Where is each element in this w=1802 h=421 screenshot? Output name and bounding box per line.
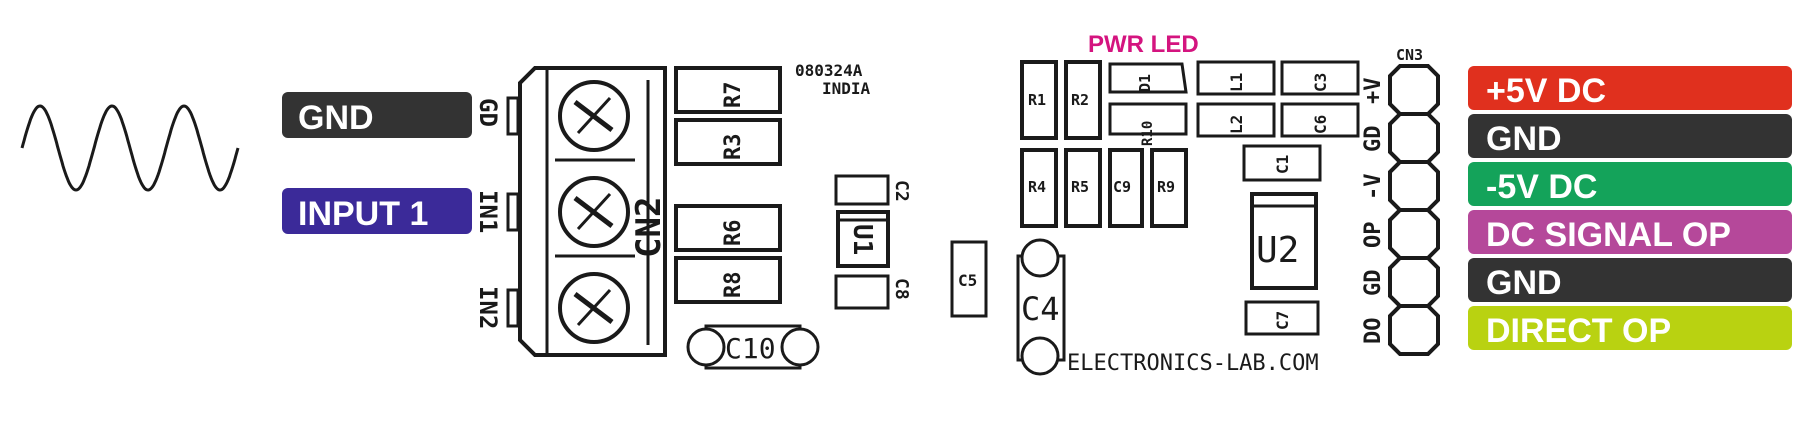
svg-text:DC SIGNAL OP: DC SIGNAL OP bbox=[1486, 216, 1731, 254]
resistor-r10: R10 bbox=[1108, 102, 1188, 146]
svg-text:C1: C1 bbox=[1273, 155, 1292, 174]
right-label-gnd-2: GND bbox=[1468, 258, 1792, 302]
right-label-direct-op: DIRECT OP bbox=[1468, 306, 1792, 350]
capacitor-c6: C6 bbox=[1280, 102, 1360, 138]
svg-text:U1: U1 bbox=[847, 224, 877, 255]
capacitor-c9: C9 bbox=[1108, 148, 1144, 228]
svg-text:C2: C2 bbox=[891, 180, 912, 202]
cn2-pin-in2-label: IN2 bbox=[474, 286, 502, 329]
cn3-pad-5 bbox=[1388, 256, 1440, 308]
cn3-pin-label-5: GD bbox=[1361, 270, 1386, 297]
left-label-input1-pill bbox=[282, 188, 472, 234]
capacitor-c5: C5 bbox=[950, 240, 988, 318]
svg-text:GND: GND bbox=[1486, 120, 1562, 158]
capacitor-c4: C4 bbox=[1016, 238, 1066, 376]
capacitor-c10: C10 bbox=[686, 324, 820, 370]
svg-text:C3: C3 bbox=[1311, 73, 1330, 92]
ic-u1: U1 bbox=[836, 210, 890, 268]
resistor-r5: R5 bbox=[1064, 148, 1102, 228]
svg-text:R8: R8 bbox=[721, 272, 746, 299]
cn3-pad-3 bbox=[1388, 160, 1440, 212]
capacitor-c3: C3 bbox=[1280, 60, 1360, 96]
svg-text:L2: L2 bbox=[1227, 115, 1246, 134]
resistor-r3: R3 bbox=[674, 118, 782, 166]
left-label-gnd-text: GND bbox=[298, 99, 374, 137]
cn3-header bbox=[1388, 64, 1440, 356]
svg-text:C7: C7 bbox=[1273, 311, 1292, 330]
svg-text:C10: C10 bbox=[725, 332, 776, 365]
cn2-pin-in1-label: IN1 bbox=[474, 190, 502, 233]
cn3-pad-4 bbox=[1388, 208, 1440, 260]
capacitor-c1: C1 bbox=[1242, 144, 1322, 182]
right-label-gnd-1: GND bbox=[1468, 114, 1792, 158]
cn2-screw-1 bbox=[558, 80, 630, 152]
left-label-gnd: GND bbox=[282, 92, 472, 138]
resistor-r2: R2 bbox=[1064, 60, 1102, 140]
inductor-l2: L2 bbox=[1196, 102, 1276, 138]
cn2-label: CN2 bbox=[629, 197, 669, 258]
pwr-led-label: PWR LED bbox=[1088, 31, 1199, 58]
board-id-line1: 080324A bbox=[795, 61, 863, 80]
left-label-gnd-pill bbox=[282, 92, 472, 138]
svg-text:C6: C6 bbox=[1311, 115, 1330, 134]
right-label-minus5v: -5V DC bbox=[1468, 162, 1792, 206]
resistor-r4: R4 bbox=[1020, 148, 1058, 228]
svg-text:C5: C5 bbox=[958, 271, 977, 290]
left-label-input1: INPUT 1 bbox=[282, 188, 472, 234]
cn3-pin-label-3: -V bbox=[1361, 174, 1386, 201]
svg-text:GND: GND bbox=[1486, 264, 1562, 302]
right-label-dc-signal-op: DC SIGNAL OP bbox=[1468, 210, 1792, 254]
capacitor-c8: C8 bbox=[834, 274, 912, 310]
cn3-pin-label-4: OP bbox=[1361, 222, 1386, 249]
resistor-r7: R7 bbox=[674, 66, 782, 114]
cn3-pin-label-1: +V bbox=[1361, 78, 1386, 105]
svg-text:C9: C9 bbox=[1113, 178, 1131, 196]
svg-text:U2: U2 bbox=[1256, 230, 1299, 271]
cn2-pin-gd-label: GD bbox=[474, 98, 502, 127]
svg-text:D1: D1 bbox=[1136, 74, 1154, 92]
inductor-l1: L1 bbox=[1196, 60, 1276, 96]
led-d1: D1 bbox=[1108, 62, 1188, 94]
cn3-label: CN3 bbox=[1396, 46, 1423, 64]
svg-text:L1: L1 bbox=[1227, 73, 1246, 92]
cn3-pin-label-6: DO bbox=[1361, 318, 1386, 345]
sine-wave-icon bbox=[20, 104, 240, 192]
svg-text:-5V DC: -5V DC bbox=[1486, 168, 1597, 206]
cn3-pin-label-2: GD bbox=[1361, 126, 1386, 153]
resistor-r9: R9 bbox=[1150, 148, 1188, 228]
resistor-r1: R1 bbox=[1020, 60, 1058, 140]
svg-text:DIRECT OP: DIRECT OP bbox=[1486, 312, 1671, 350]
svg-text:R7: R7 bbox=[721, 82, 746, 109]
resistor-r8: R8 bbox=[674, 256, 782, 304]
cn3-pad-2 bbox=[1388, 112, 1440, 164]
cn2-screw-3 bbox=[558, 272, 630, 344]
cn3-pad-6 bbox=[1388, 304, 1440, 356]
capacitor-c7: C7 bbox=[1244, 300, 1320, 336]
svg-text:R2: R2 bbox=[1071, 91, 1089, 109]
website-label: ELECTRONICS-LAB.COM bbox=[1067, 351, 1319, 376]
svg-text:C4: C4 bbox=[1021, 290, 1060, 328]
cn2-terminal-block: CN2 bbox=[506, 66, 669, 357]
board-id-line2: INDIA bbox=[822, 79, 871, 98]
cn2-screw-2 bbox=[558, 176, 630, 248]
right-label-plus5v: +5V DC bbox=[1468, 66, 1792, 110]
svg-text:C8: C8 bbox=[891, 278, 912, 300]
svg-text:R9: R9 bbox=[1157, 178, 1175, 196]
svg-text:R3: R3 bbox=[721, 134, 746, 161]
ic-u2: U2 bbox=[1250, 192, 1318, 290]
svg-text:+5V DC: +5V DC bbox=[1486, 72, 1606, 110]
capacitor-c2: C2 bbox=[834, 174, 912, 206]
left-label-input1-text: INPUT 1 bbox=[298, 195, 428, 233]
svg-text:R10: R10 bbox=[1140, 121, 1156, 146]
cn3-pad-1 bbox=[1388, 64, 1440, 116]
svg-text:R4: R4 bbox=[1028, 178, 1046, 196]
svg-text:R6: R6 bbox=[721, 220, 746, 247]
svg-text:R5: R5 bbox=[1071, 178, 1089, 196]
svg-text:R1: R1 bbox=[1028, 91, 1046, 109]
resistor-r6: R6 bbox=[674, 204, 782, 252]
